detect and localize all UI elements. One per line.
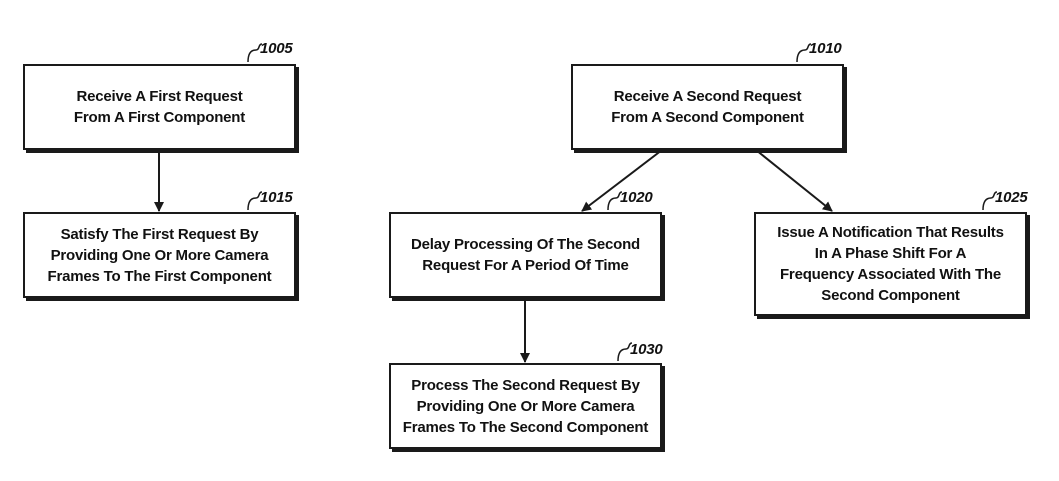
leader-1015 [247, 191, 263, 211]
leader-1030 [617, 342, 633, 362]
arrow-1010-to-1025 [755, 149, 833, 212]
step-1005-line: From A First Component [73, 109, 246, 126]
step-1015-line: Satisfy The First Request By [60, 225, 259, 243]
step-1025-line: Frequency Associated With The [779, 266, 1002, 283]
step-1010-ref: 1010 [809, 40, 842, 57]
step-1015-ref: 1015 [260, 189, 293, 206]
leader-1020 [607, 191, 623, 211]
step-1010-line: From A Second Component [611, 109, 804, 126]
step-1010-box: Receive A Second Request From A Second C… [571, 64, 844, 150]
leader-1025 [982, 191, 998, 211]
step-1025-box: Issue A Notification That Results In A P… [754, 212, 1027, 316]
step-1020-box: Delay Processing Of The Second Request F… [389, 212, 662, 298]
step-1020-line: Delay Processing Of The Second [410, 236, 641, 253]
leader-1010 [796, 43, 812, 63]
step-1015-line: Providing One Or More Camera [50, 246, 269, 264]
step-1015-box: Satisfy The First Request By Providing O… [23, 212, 296, 298]
step-1005-line: Receive A First Request [76, 88, 243, 105]
step-1015-line: Frames To The First Component [47, 267, 272, 285]
step-1025-line: Second Component [821, 287, 960, 304]
step-1030-line: Frames To The Second Component [402, 418, 649, 436]
step-1025-line: In A Phase Shift For A [814, 245, 967, 262]
step-1020-line: Request For A Period Of Time [422, 257, 629, 274]
step-1030-ref: 1030 [630, 341, 663, 358]
step-1010-line: Receive A Second Request [613, 88, 802, 105]
step-1030-line: Process The Second Request By [411, 376, 640, 394]
step-1005-ref: 1005 [260, 40, 293, 57]
arrow-1010-to-1020 [581, 149, 663, 212]
step-1020-ref: 1020 [620, 189, 653, 206]
step-1005-box: Receive A First Request From A First Com… [23, 64, 296, 150]
step-1025-line: Issue A Notification That Results [777, 224, 1004, 241]
leader-1005 [247, 43, 263, 63]
step-1030-box: Process The Second Request By Providing … [389, 363, 662, 449]
step-1030-line: Providing One Or More Camera [416, 397, 635, 415]
step-1025-ref: 1025 [995, 189, 1028, 206]
